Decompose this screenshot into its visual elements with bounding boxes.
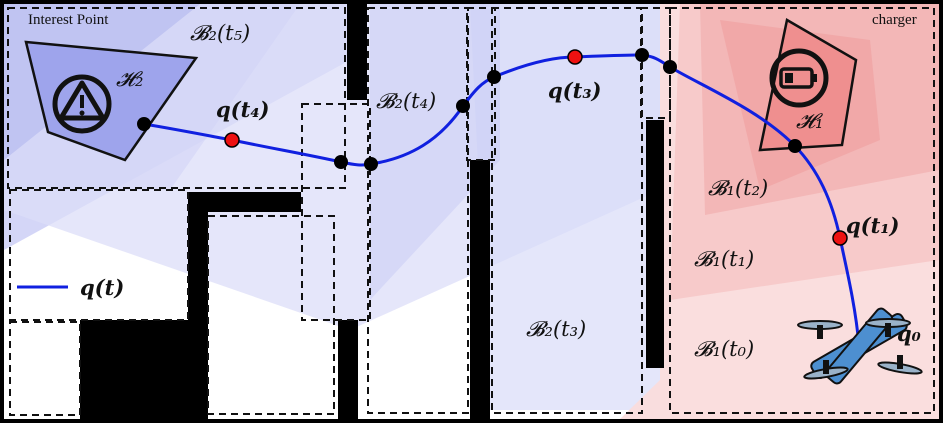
- wall-bottom-center: [338, 320, 358, 419]
- label-q-t1: q(t₁): [846, 213, 899, 238]
- corridor-center: [301, 103, 371, 321]
- region-b2-t3: [470, 4, 660, 410]
- battery-low-icon: [769, 48, 829, 108]
- wall-top-center: [347, 4, 367, 100]
- label-q0: q₀: [897, 321, 921, 346]
- waypoint: [364, 157, 378, 171]
- waypoint-h2: [137, 117, 151, 131]
- waypoint: [334, 155, 348, 169]
- charger-polygon-h1: [758, 18, 858, 152]
- room-left-bottom: [9, 321, 81, 416]
- label-b1-t1: 𝓑₁(t₁): [694, 247, 754, 271]
- point-q-t1: [832, 230, 848, 246]
- waypoint: [487, 70, 501, 84]
- doorway-center: [466, 7, 496, 161]
- waypoint: [635, 48, 649, 62]
- label-charger: charger: [872, 12, 917, 28]
- legend: q(t): [17, 275, 124, 300]
- wall-right-vertical: [646, 120, 664, 368]
- label-b2-t5: 𝓑₂(t₅): [190, 21, 250, 45]
- partition-outlines: [7, 7, 935, 416]
- warning-triangle-icon: [52, 74, 112, 134]
- trajectory-q-t: [143, 53, 861, 347]
- room-interest-point: [7, 7, 346, 189]
- waypoint: [456, 99, 470, 113]
- room-center-right: [491, 7, 643, 414]
- label-b1-t2: 𝓑₁(t₂): [708, 176, 768, 200]
- wall-center-vertical: [470, 160, 490, 419]
- point-q-t3: [567, 49, 583, 65]
- walls: [80, 4, 664, 419]
- label-h2: 𝓗₂: [116, 67, 143, 91]
- label-b2-t4: 𝓑₂(t₄): [376, 89, 436, 113]
- waypoint: [663, 60, 677, 74]
- label-b2-t3: 𝓑₂(t₃): [526, 317, 586, 341]
- room-charger: [669, 7, 935, 414]
- waypoint-h1: [788, 139, 802, 153]
- point-q-t4: [224, 132, 240, 148]
- wall-bottom-left: [80, 320, 188, 419]
- red-regions: [620, 4, 939, 419]
- label-q-t3: q(t₃): [548, 78, 601, 103]
- room-center-bottom-left: [207, 215, 335, 415]
- label-q-t4: q(t₄): [216, 97, 269, 122]
- wall-mid-left-vertical: [188, 192, 208, 419]
- label-h1: 𝓗₁: [796, 109, 823, 133]
- label-b1-t0: 𝓑₁(t₀): [694, 337, 754, 361]
- sample-points: [224, 49, 848, 246]
- label-interest-point: Interest Point: [28, 12, 109, 28]
- room-center: [367, 7, 469, 414]
- wall-mid-left-horizontal: [188, 192, 301, 212]
- quadrotor-drone-icon: [797, 307, 923, 385]
- legend-label-q-t: q(t): [80, 275, 124, 300]
- room-left-middle: [9, 189, 189, 321]
